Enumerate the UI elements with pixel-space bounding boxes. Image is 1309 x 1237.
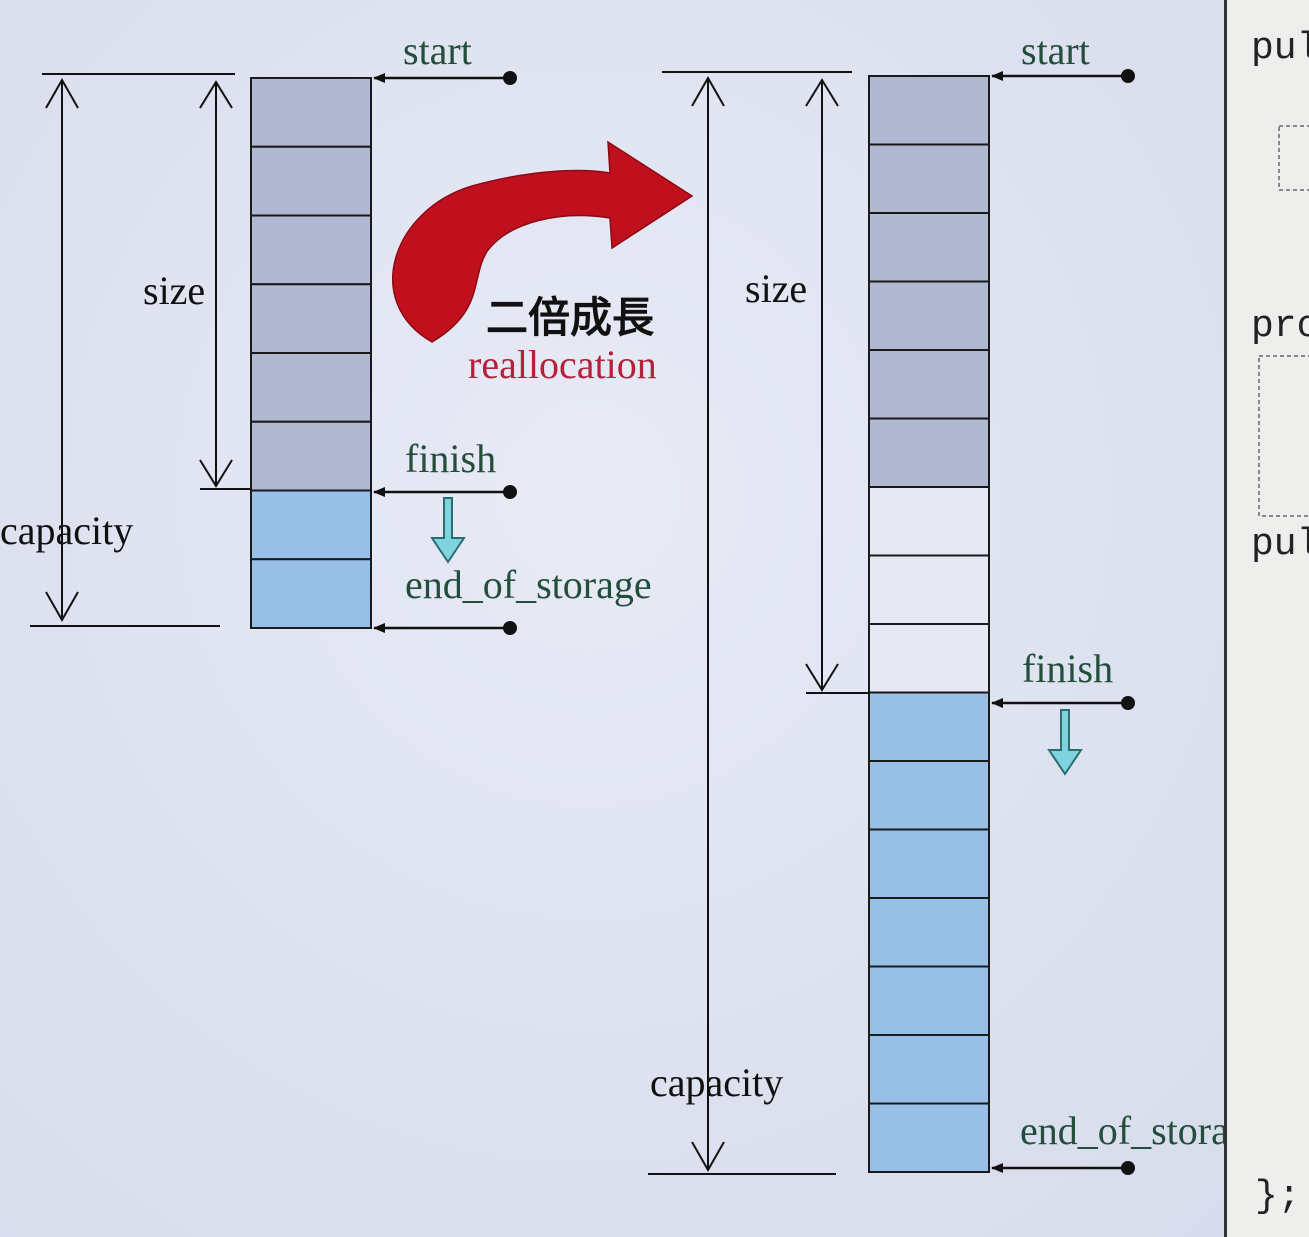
after-cell-5 — [868, 349, 990, 420]
before-cell-8 — [250, 558, 372, 629]
before-cell-4 — [250, 283, 372, 354]
after-capacity-dimension — [648, 71, 852, 1175]
before-size-dimension — [199, 80, 252, 490]
after-vector — [868, 75, 990, 1173]
code-panel-canvas: pul pro pul }; — [1251, 27, 1309, 1218]
before-cell-2 — [250, 145, 372, 217]
before-finish-down-arrow-icon — [430, 497, 466, 564]
after-cell-10 — [868, 691, 990, 762]
before-vector — [250, 77, 372, 629]
before-cell-6 — [250, 420, 372, 492]
after-cell-11 — [868, 760, 990, 831]
after-cell-7 — [868, 486, 990, 557]
after-size-dimension — [805, 78, 870, 694]
code-line-close-brace: }; — [1255, 1175, 1301, 1218]
after-cell-1 — [868, 75, 990, 146]
vector-growth-diagram: start finish end_of_storage size capacit… — [0, 28, 1224, 1175]
after-cell-13 — [868, 897, 990, 968]
double-growth-label: 二倍成長 — [486, 293, 655, 342]
before-cell-1 — [250, 77, 372, 148]
before-capacity-dimension — [30, 73, 235, 627]
reallocation-label: reallocation — [468, 342, 657, 387]
after-cell-14 — [868, 965, 990, 1036]
after-cell-9 — [868, 623, 990, 694]
after-end-pointer — [991, 1161, 1135, 1175]
before-cell-7 — [250, 489, 372, 561]
code-line-public-2: pul — [1251, 523, 1309, 566]
after-finish-label: finish — [1022, 646, 1113, 691]
after-start-label: start — [1021, 28, 1090, 73]
after-cell-16 — [868, 1102, 990, 1173]
after-cell-3 — [868, 212, 990, 283]
after-finish-pointer — [991, 696, 1135, 710]
before-cell-5 — [250, 352, 372, 423]
before-finish-label: finish — [405, 436, 496, 481]
reallocation-arrow-icon — [392, 140, 694, 343]
after-capacity-label: capacity — [650, 1060, 783, 1105]
before-start-label: start — [403, 28, 472, 73]
code-line-public-1: pul — [1251, 27, 1309, 70]
after-cell-12 — [868, 828, 990, 899]
before-capacity-label: capacity — [0, 508, 133, 553]
before-size-label: size — [143, 268, 205, 313]
code-panel: pul pro pul }; — [1224, 0, 1309, 1237]
before-finish-pointer — [373, 485, 517, 499]
after-cell-4 — [868, 280, 990, 351]
after-cell-15 — [868, 1034, 990, 1105]
before-end-pointer — [373, 621, 517, 635]
before-start-pointer — [373, 71, 517, 85]
code-line-protected: pro — [1251, 305, 1309, 348]
after-size-label: size — [745, 266, 807, 311]
after-cell-6 — [868, 417, 990, 488]
before-cell-3 — [250, 214, 372, 286]
after-finish-down-arrow-icon — [1047, 709, 1083, 776]
after-start-pointer — [991, 69, 1135, 83]
after-cell-8 — [868, 554, 990, 625]
after-cell-2 — [868, 143, 990, 214]
after-end-label: end_of_storage — [1020, 1108, 1224, 1153]
before-end-label: end_of_storage — [405, 562, 652, 607]
